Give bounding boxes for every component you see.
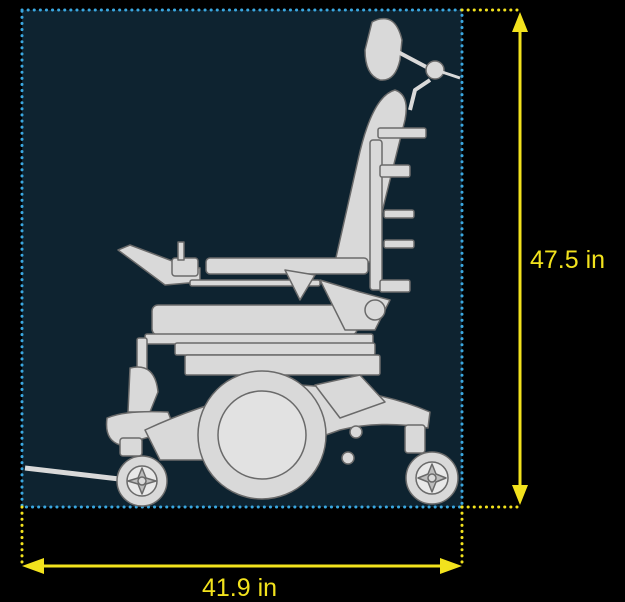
drive-wheel <box>197 370 327 500</box>
headrest <box>364 17 461 111</box>
width-label: 41.9 in <box>202 574 278 602</box>
armrest-joystick <box>117 241 369 287</box>
front-caster-wheel <box>116 455 168 507</box>
height-dimension <box>460 8 528 509</box>
width-arrow-right <box>440 558 462 574</box>
width-arrow-left <box>22 558 44 574</box>
wheelchair-icon <box>24 17 461 507</box>
front-rod <box>24 465 129 483</box>
height-arrow-bottom <box>512 485 528 505</box>
backrest <box>334 89 427 291</box>
height-label: 47.5 in <box>530 246 606 274</box>
width-dimension <box>20 505 464 574</box>
seat-cushion <box>144 304 381 376</box>
tilt-mechanism <box>284 269 411 331</box>
rear-caster-wheel <box>405 451 459 505</box>
height-arrow-top <box>512 12 528 32</box>
